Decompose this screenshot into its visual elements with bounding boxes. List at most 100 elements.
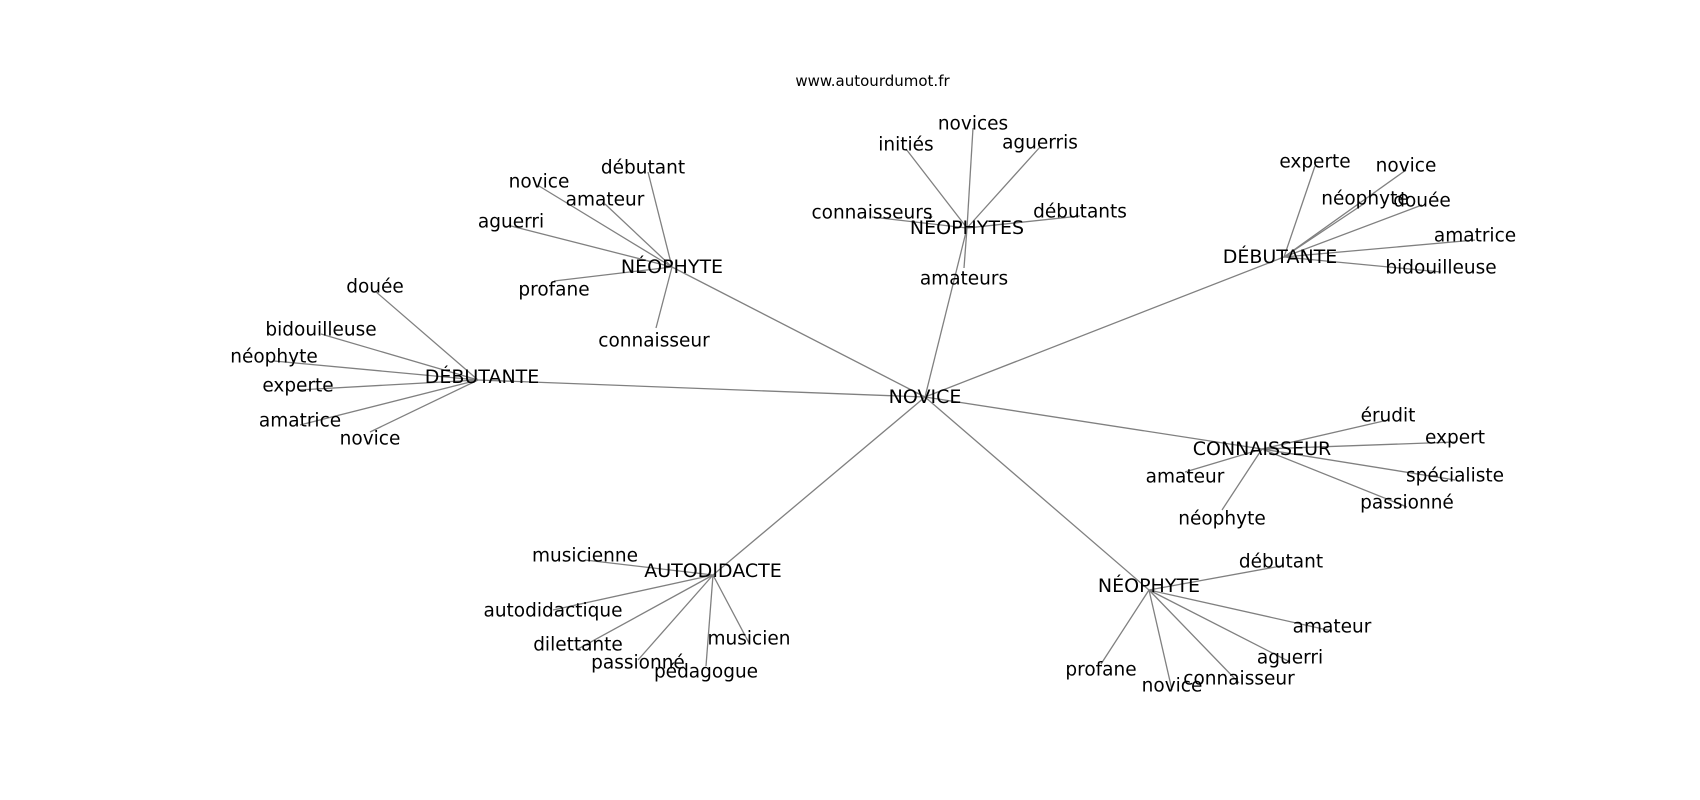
leaf-word: experte — [1279, 152, 1350, 173]
hub-leaf-edge — [966, 146, 1041, 229]
hub-leaf-edge — [712, 574, 750, 644]
hub-leaf-edge — [273, 360, 479, 381]
hub-word: NÉOPHYTE — [621, 255, 723, 278]
leaf-word: novice — [509, 172, 570, 193]
leaf-word: passionné — [591, 653, 685, 674]
leaf-word: érudit — [1361, 406, 1416, 427]
leaf-word: douée — [346, 277, 404, 298]
leaf-word: débutant — [1239, 552, 1323, 573]
leaf-word: passionné — [1360, 493, 1454, 514]
hub-leaf-edge — [1261, 448, 1456, 481]
center-hub-edge — [712, 396, 926, 576]
leaf-word: novice — [1142, 676, 1203, 697]
leaf-word: bidouilleuse — [1385, 258, 1496, 279]
leaf-word: aguerri — [478, 212, 544, 233]
leaf-word: pédagogue — [654, 662, 758, 683]
hub-leaf-edge — [1283, 204, 1423, 258]
hub-leaf-edge — [1221, 448, 1263, 511]
leaf-word: musicien — [708, 629, 791, 650]
center-hub-edge — [924, 396, 1263, 450]
hub-leaf-edge — [1100, 589, 1150, 665]
hub-leaf-edge — [552, 574, 714, 611]
leaf-word: amatrice — [259, 411, 341, 432]
center-hub-edge — [924, 396, 1150, 591]
hub-leaf-edge — [966, 127, 974, 229]
leaf-word: spécialiste — [1406, 466, 1504, 487]
hub-leaf-edge — [905, 148, 968, 229]
leaf-word: néophyte — [230, 347, 317, 368]
leaf-word: autodidactique — [483, 601, 622, 622]
center-hub-edge — [477, 379, 926, 398]
center-word: NOVICE — [889, 386, 962, 408]
hub-leaf-edge — [1148, 589, 1240, 684]
hub-leaf-edge — [299, 379, 479, 426]
hub-leaf-edge — [647, 171, 673, 268]
hub-leaf-edge — [871, 216, 968, 229]
hub-leaf-edge — [1283, 165, 1316, 258]
hub-leaf-edge — [604, 203, 673, 268]
leaf-word: aguerri — [1257, 648, 1323, 669]
graph-edges — [273, 127, 1476, 691]
hub-leaf-edge — [297, 379, 479, 391]
leaf-word: novice — [340, 429, 401, 450]
hub-leaf-edge — [1283, 256, 1442, 273]
leaf-word: novices — [938, 114, 1008, 135]
hub-leaf-edge — [1261, 441, 1456, 450]
hub-leaf-edge — [1261, 448, 1408, 508]
leaf-word: aguerris — [1002, 133, 1078, 154]
hub-leaf-edge — [1148, 589, 1333, 632]
leaf-word: néophyte — [1321, 189, 1408, 210]
leaf-word: musicienne — [532, 546, 638, 567]
hub-word: DÉBUTANTE — [1223, 245, 1338, 268]
hub-word: CONNAISSEUR — [1193, 438, 1331, 460]
leaf-word: novice — [1376, 156, 1437, 177]
hub-leaf-edge — [1148, 589, 1173, 691]
hub-leaf-edge — [966, 215, 1081, 229]
leaf-word: connaisseur — [598, 331, 710, 352]
leaf-word: néophyte — [1178, 509, 1265, 530]
leaf-word: connaisseurs — [811, 203, 932, 224]
hub-word: AUTODIDACTE — [644, 560, 782, 582]
leaf-word: profane — [518, 280, 589, 301]
leaf-word: expert — [1425, 428, 1485, 449]
hub-leaf-edge — [374, 290, 479, 381]
center-hub-edge — [924, 256, 1285, 398]
hub-leaf-edge — [655, 266, 673, 329]
leaf-word: débutants — [1033, 202, 1127, 223]
leaf-word: amateur — [1293, 617, 1372, 638]
leaf-word: amateur — [1146, 467, 1225, 488]
hub-leaf-edge — [510, 225, 673, 268]
hub-leaf-edge — [577, 574, 714, 650]
hub-leaf-edge — [1283, 202, 1366, 258]
center-hub-edge — [924, 227, 968, 398]
hub-word: NÉOPHYTE — [1098, 574, 1200, 597]
leaf-word: profane — [1065, 660, 1136, 681]
leaf-word: amateurs — [920, 269, 1008, 290]
hub-leaf-edge — [705, 574, 714, 667]
hub-leaf-edge — [1283, 169, 1407, 258]
leaf-word: initiés — [878, 135, 933, 156]
hub-leaf-edge — [1148, 565, 1282, 591]
center-hub-edge — [671, 266, 926, 398]
hub-word: NÉOPHYTES — [910, 216, 1024, 239]
source-label: www.autourdumot.fr — [795, 72, 950, 90]
leaf-word: connaisseur — [1183, 669, 1295, 690]
hub-leaf-edge — [553, 266, 673, 282]
leaf-word: douée — [1393, 191, 1451, 212]
hub-leaf-edge — [369, 379, 479, 433]
leaf-word: bidouilleuse — [265, 320, 376, 341]
hub-leaf-edge — [538, 185, 673, 268]
hub-leaf-edge — [320, 333, 479, 381]
hub-leaf-edge — [637, 574, 714, 661]
hub-leaf-edge — [1261, 419, 1389, 450]
hub-word: DÉBUTANTE — [425, 365, 540, 388]
hub-leaf-edge — [963, 227, 968, 269]
leaf-word: dilettante — [533, 635, 623, 656]
leaf-word: amateur — [566, 190, 645, 211]
hub-leaf-edge — [1148, 589, 1291, 663]
graph-labels: NOVICENÉOPHYTEdébutantnoviceamateuraguer… — [230, 114, 1516, 697]
leaf-word: débutant — [601, 158, 685, 179]
hub-leaf-edge — [584, 559, 714, 576]
leaf-word: amatrice — [1434, 226, 1516, 247]
